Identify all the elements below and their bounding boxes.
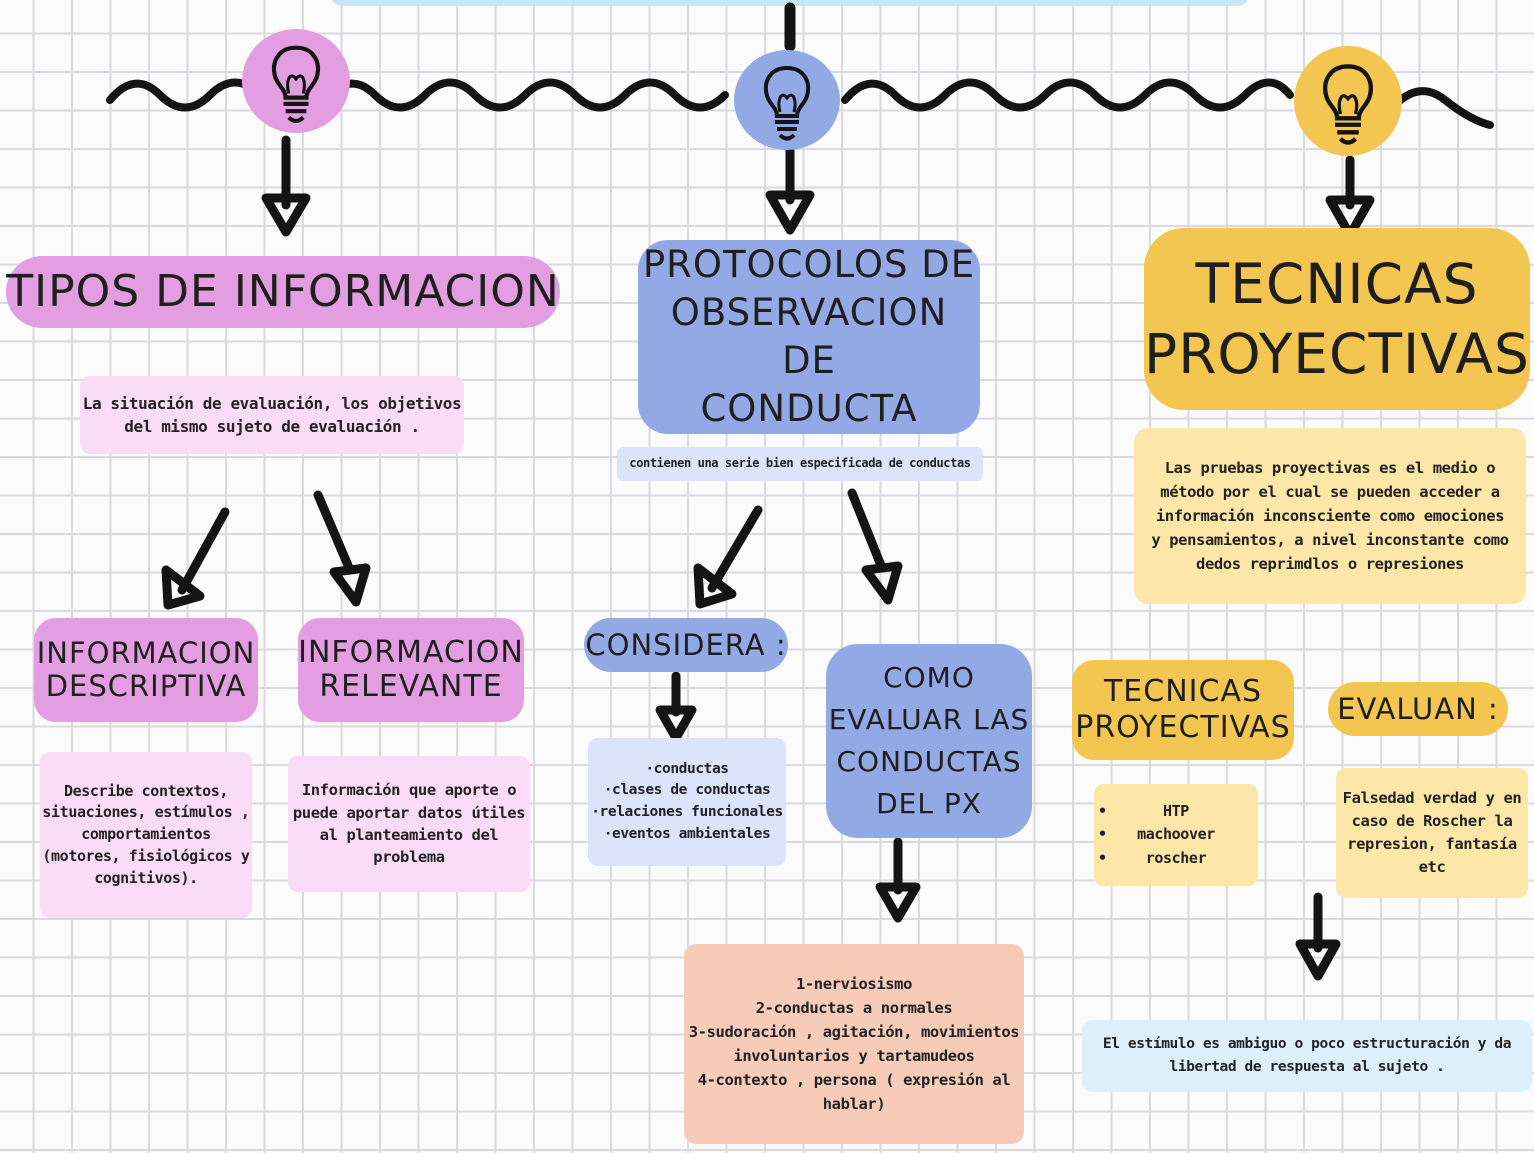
evaluan-text-line: etc <box>1418 858 1446 877</box>
arrow-down-icon <box>261 135 311 237</box>
tipos-desc-line: La situación de evaluación, los objetivo… <box>82 393 462 413</box>
tecnicas-list-item: • roscher <box>1098 847 1207 870</box>
tecnicas-sub-title-line: TECNICAS <box>1103 674 1263 709</box>
tipos-desc: La situación de evaluación, los objetivo… <box>80 376 464 454</box>
arrow-down-right-icon <box>313 490 371 607</box>
protocolos-title-line: CONDUCTA <box>700 387 918 431</box>
lightbulb-icon <box>1323 64 1373 145</box>
arrow-down-icon <box>765 145 815 235</box>
tecnicas-list-label: HTP <box>1163 802 1189 821</box>
descriptiva-text-line: comportamientos <box>81 825 211 844</box>
evaluan-text-line: Falsedad verdad y en <box>1342 788 1522 807</box>
wavy-line <box>106 78 1494 129</box>
bulb-badge-blue <box>734 50 840 150</box>
evaluan-text-line: represion, fantasía <box>1347 835 1517 853</box>
arrow-down-icon <box>655 671 697 743</box>
considera-items: ·conductas ·clases de conductas ·relacio… <box>588 738 786 866</box>
como-title-line: CONDUCTAS <box>836 745 1022 778</box>
bullet-icon: • <box>1098 802 1107 821</box>
como-title-line: DEL PX <box>876 787 982 820</box>
bullet-icon: • <box>1098 848 1107 867</box>
tecnicas-title-line: TECNICAS <box>1195 251 1479 316</box>
descriptiva-title-line: INFORMACION <box>36 636 256 671</box>
tecnicas-list-item: • machoover <box>1098 823 1215 846</box>
relevante-text-line: al planteamiento del <box>319 826 499 844</box>
relevante-title-line: INFORMACION <box>298 635 524 671</box>
tecnicas-list-item: • HTP <box>1098 800 1189 823</box>
como-item: involuntarios y tartamudeos <box>733 1047 975 1065</box>
bulb-badge-yellow <box>1294 46 1402 156</box>
relevante-title: INFORMACION RELEVANTE <box>298 618 524 722</box>
descriptiva-text: Describe contextos, situaciones, estímul… <box>40 752 252 918</box>
como-item: 1-nerviosismo <box>795 974 913 993</box>
como-item: 3-sudoración , agitación, movimientos <box>688 1022 1020 1041</box>
tecnicas-list: • HTP • machoover • roscher <box>1094 784 1258 886</box>
arrow-down-icon <box>1325 155 1375 240</box>
tipos-title: TIPOS DE INFORMACION <box>6 256 560 328</box>
arrow-down-left-icon <box>161 507 230 610</box>
descriptiva-text-line: (motores, fisiológicos y <box>42 846 250 865</box>
evaluan-title: EVALUAN : <box>1328 682 1508 736</box>
considera-title-text: CONSIDERA : <box>585 627 787 662</box>
evaluan-text-line: caso de Roscher la <box>1351 811 1513 830</box>
protocolos-title-line: PROTOCOLOS DE <box>642 242 976 286</box>
tecnicas-sub-title: TECNICAS PROYECTIVAS <box>1072 660 1294 760</box>
como-item: 4-contexto , persona ( expresión al <box>697 1071 1011 1090</box>
relevante-text-line: problema <box>373 848 445 867</box>
como-title-line: COMO <box>883 661 975 694</box>
arrow-down-left-icon <box>693 505 763 609</box>
como-items: 1-nerviosismo 2-conductas a normales 3-s… <box>684 944 1024 1144</box>
relevante-text-line: puede aportar datos útiles <box>292 803 526 822</box>
protocolos-desc-text: contienen una serie bien especificada de… <box>629 456 971 471</box>
descriptiva-text-line: Describe contextos, <box>64 781 228 800</box>
lightbulb-icon <box>272 45 320 124</box>
relevante-text: Información que aporte o puede aportar d… <box>288 756 530 892</box>
tecnicas-desc-line: método por el cual se pueden acceder a <box>1160 482 1500 501</box>
arrow-down-icon <box>875 837 921 923</box>
tecnicas-desc-line: dedos reprimdlos o represiones <box>1196 555 1464 574</box>
arrows <box>161 135 1375 981</box>
descriptiva-text-line: situaciones, estímulos , <box>42 803 250 822</box>
tecnicas-desc: Las pruebas proyectivas es el medio o mé… <box>1134 428 1526 604</box>
relevante-title-line: RELEVANTE <box>319 669 503 704</box>
arrow-down-icon <box>1295 892 1341 981</box>
considera-item: ·eventos ambientales <box>603 825 771 842</box>
como-title-line: EVALUAR LAS <box>828 703 1030 736</box>
tecnicas-desc-line: Las pruebas proyectivas es el medio o <box>1164 458 1496 477</box>
tecnicas-list-label: roscher <box>1145 848 1207 867</box>
final-text-line: El estímulo es ambiguo o poco estructura… <box>1102 1035 1512 1052</box>
tipos-desc-line: del mismo sujeto de evaluación . <box>124 417 420 436</box>
evaluan-title-text: EVALUAN : <box>1337 691 1499 726</box>
lightbulb-icon <box>764 65 810 141</box>
evaluan-text: Falsedad verdad y en caso de Roscher la … <box>1336 768 1528 898</box>
considera-title: CONSIDERA : <box>584 618 788 672</box>
final-text-line: libertad de respuesta al sujeto . <box>1169 1059 1445 1075</box>
bulb-badge-pink <box>242 29 350 133</box>
relevante-text-line: Información que aporte o <box>301 781 517 800</box>
tecnicas-desc-line: información inconsciente como emociones <box>1155 506 1505 525</box>
tecnicas-sub-title-line: PROYECTIVAS <box>1075 710 1291 745</box>
final-text: El estímulo es ambiguo o poco estructura… <box>1082 1020 1532 1092</box>
arrow-down-right-icon <box>847 488 903 605</box>
protocolos-title: PROTOCOLOS DE OBSERVACION DE CONDUCTA <box>638 240 980 434</box>
considera-item: ·conductas <box>645 760 729 777</box>
tecnicas-desc-line: y pensamientos, a nivel inconstante como <box>1151 531 1509 549</box>
tecnicas-title: TECNICAS PROYECTIVAS <box>1144 228 1530 410</box>
como-title: COMO EVALUAR LAS CONDUCTAS DEL PX <box>826 644 1032 838</box>
descriptiva-title: INFORMACION DESCRIPTIVA <box>34 618 258 722</box>
considera-item: ·clases de conductas <box>603 782 771 799</box>
tipos-title-text: TIPOS DE INFORMACION <box>6 266 560 318</box>
descriptiva-text-line: cognitivos). <box>94 868 198 887</box>
protocolos-title-line: OBSERVACION DE <box>670 290 948 382</box>
como-item: hablar) <box>822 1095 886 1114</box>
como-item: 2-conductas a normales <box>755 998 953 1017</box>
descriptiva-title-line: DESCRIPTIVA <box>45 669 247 703</box>
tecnicas-title-line: PROYECTIVAS <box>1144 322 1530 386</box>
tecnicas-list-label: machoover <box>1137 825 1215 844</box>
protocolos-desc: contienen una serie bien especificada de… <box>617 447 983 481</box>
bullet-icon: • <box>1098 825 1107 844</box>
considera-item: ·relaciones funcionales <box>591 804 783 820</box>
